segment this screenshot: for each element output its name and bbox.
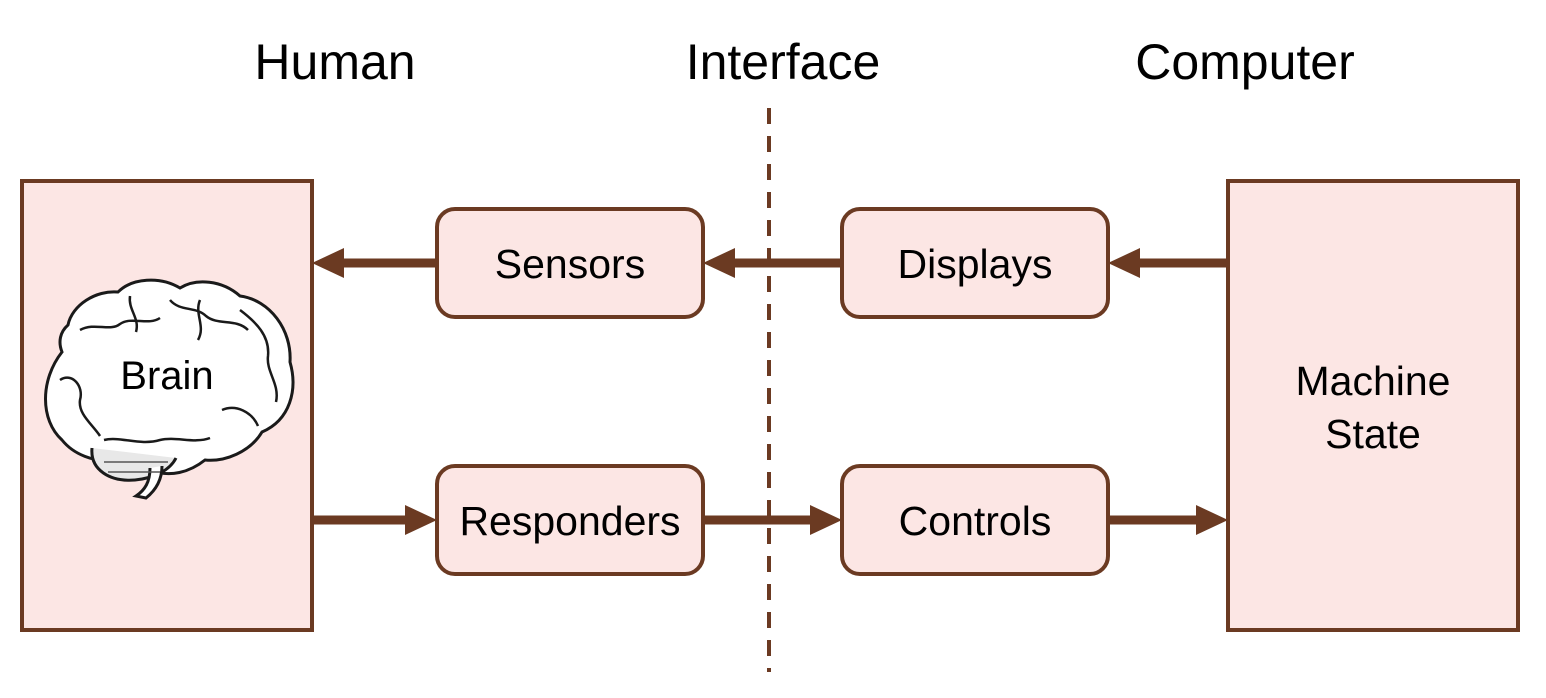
displays-label: Displays: [898, 241, 1053, 287]
header-interface: Interface: [686, 34, 881, 90]
responders-label: Responders: [459, 498, 680, 544]
sensors-label: Sensors: [495, 241, 645, 287]
arrow-responders-to-controls: [703, 505, 842, 535]
header-computer: Computer: [1135, 34, 1355, 90]
machine-state-box: [1226, 179, 1520, 632]
arrow-human-to-responders: [312, 505, 437, 535]
arrow-displays-to-sensors: [703, 248, 842, 278]
brain-label: Brain: [120, 354, 213, 398]
machine-state-label-line1: Machine: [1296, 358, 1451, 404]
header-human: Human: [254, 34, 415, 90]
machine-state-label-line2: State: [1325, 411, 1421, 457]
arrow-sensors-to-human: [312, 248, 437, 278]
arrow-machine-to-displays: [1108, 248, 1228, 278]
brain-icon: [44, 278, 295, 500]
controls-label: Controls: [899, 498, 1052, 544]
arrow-controls-to-machine: [1108, 505, 1228, 535]
